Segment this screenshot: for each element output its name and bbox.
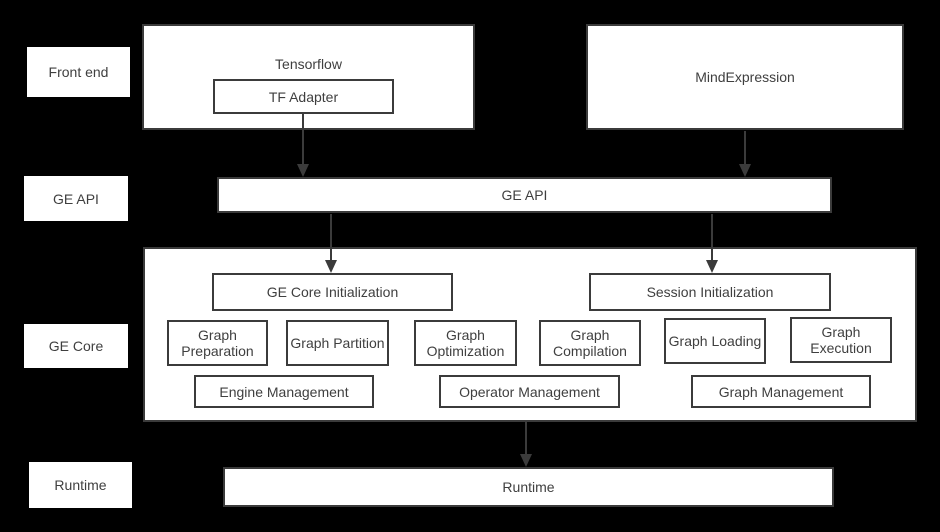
side-label-ge-core: GE Core — [24, 324, 128, 368]
stage-label: Graph Compilation — [553, 327, 627, 359]
tensorflow-label: Tensorflow — [275, 56, 342, 72]
arrow-mind-expression-to-ge-api — [739, 131, 751, 177]
engine-management-box: Engine Management — [194, 375, 374, 408]
arrow-down-icon — [739, 164, 751, 177]
arrow-shaft — [711, 214, 713, 262]
runtime-bar-label: Runtime — [502, 479, 555, 495]
stage-graph-execution-box: Graph Execution — [790, 317, 892, 363]
ge-api-bar-label: GE API — [501, 187, 548, 203]
stage-graph-compilation-box: Graph Compilation — [539, 320, 641, 366]
arrow-ge-api-to-session-initialization — [706, 214, 718, 273]
runtime-bar: Runtime — [223, 467, 834, 507]
management-label: Operator Management — [459, 383, 600, 400]
side-label-runtime: Runtime — [29, 462, 132, 508]
ge-api-bar: GE API — [217, 177, 832, 213]
tf-adapter-label: TF Adapter — [268, 88, 339, 105]
arrow-ge-core-to-runtime — [520, 422, 532, 467]
stage-graph-loading-box: Graph Loading — [664, 318, 766, 364]
side-label-ge-api-text: GE API — [53, 190, 99, 207]
side-label-ge-api: GE API — [24, 176, 128, 221]
mind-expression-box: MindExpression — [586, 24, 904, 130]
ge-core-initialization-label: GE Core Initialization — [266, 284, 399, 300]
arrow-down-icon — [706, 260, 718, 273]
stage-graph-optimization-box: Graph Optimization — [414, 320, 517, 366]
side-label-front-end: Front end — [27, 47, 130, 97]
side-label-ge-core-text: GE Core — [48, 338, 104, 354]
stage-label: Graph Loading — [668, 333, 762, 349]
stage-label: Graph Execution — [810, 324, 872, 356]
arrow-shaft — [330, 214, 332, 262]
arrow-shaft — [525, 422, 527, 456]
arrow-shaft — [744, 131, 746, 166]
stage-graph-partition-box: Graph Partition — [286, 320, 389, 366]
arrow-ge-api-to-ge-core-initialization — [325, 214, 337, 273]
ge-core-initialization-box: GE Core Initialization — [212, 273, 453, 311]
side-label-front-end-text: Front end — [48, 64, 109, 80]
session-initialization-box: Session Initialization — [589, 273, 831, 311]
stage-label: Graph Optimization — [426, 327, 505, 359]
arrow-down-icon — [325, 260, 337, 273]
tf-adapter-box: TF Adapter — [213, 79, 394, 114]
arrow-down-icon — [297, 164, 309, 177]
arrow-tf-adapter-to-ge-api — [297, 114, 309, 177]
arrow-shaft — [302, 114, 304, 166]
operator-management-box: Operator Management — [439, 375, 620, 408]
graph-management-box: Graph Management — [691, 375, 871, 408]
arrow-down-icon — [520, 454, 532, 467]
stage-label: Graph Preparation — [181, 327, 254, 359]
side-label-runtime-text: Runtime — [54, 477, 107, 493]
management-label: Graph Management — [718, 383, 844, 400]
session-initialization-label: Session Initialization — [646, 284, 774, 300]
stage-graph-preparation-box: Graph Preparation — [167, 320, 268, 366]
management-label: Engine Management — [219, 383, 349, 400]
stage-label: Graph Partition — [290, 335, 385, 351]
mind-expression-label: MindExpression — [695, 69, 795, 85]
